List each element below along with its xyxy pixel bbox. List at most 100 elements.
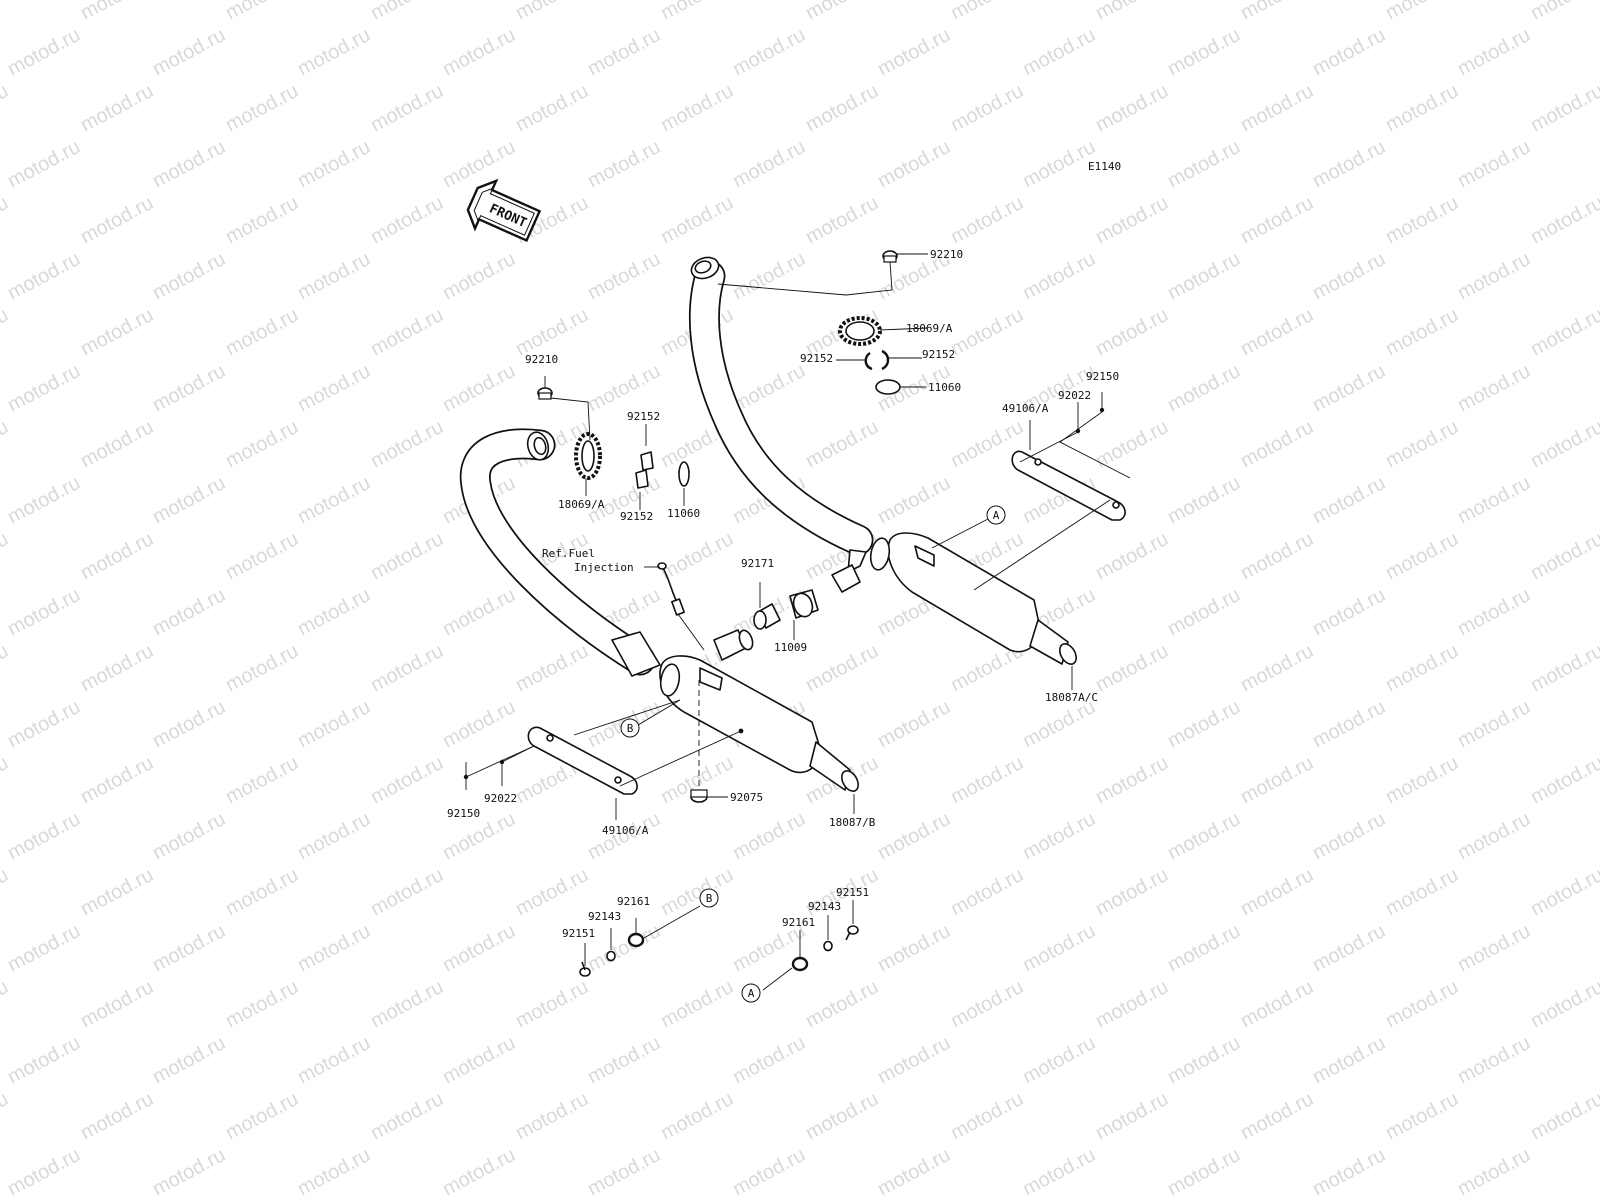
label-92150-left: 92150: [447, 807, 480, 820]
label-92150-right: 92150: [1086, 370, 1119, 383]
watermark-text: motod.ru: [1527, 976, 1600, 1032]
watermark-text: motod.ru: [1164, 696, 1244, 752]
watermark-text: motod.ru: [0, 864, 12, 920]
watermark-text: motod.ru: [1092, 640, 1172, 696]
watermark-text: motod.ru: [149, 136, 229, 192]
watermark-text: motod.ru: [1237, 976, 1317, 1032]
watermark-text: motod.ru: [1092, 192, 1172, 248]
label-11060-left: 11060: [667, 507, 700, 520]
watermark-text: motod.ru: [1382, 304, 1462, 360]
watermark-text: motod.ru: [367, 1088, 447, 1144]
nut-right: [882, 250, 898, 263]
gasket-right: [838, 316, 882, 346]
watermark-text: motod.ru: [657, 976, 737, 1032]
label-92151-a: 92151: [836, 886, 869, 899]
watermark-text: motod.ru: [802, 416, 882, 472]
watermark-text: motod.ru: [1527, 1088, 1600, 1144]
o2-sensor: [657, 562, 685, 616]
watermark-text: motod.ru: [4, 808, 84, 864]
watermark-text: motod.ru: [729, 808, 809, 864]
label-11009: 11009: [774, 641, 807, 654]
watermark-text: motod.ru: [4, 1032, 84, 1088]
watermark-text: motod.ru: [1527, 0, 1600, 24]
watermark-text: motod.ru: [1237, 192, 1317, 248]
label-49106a-left: 49106/A: [602, 824, 649, 837]
watermark-text: motod.ru: [367, 752, 447, 808]
watermark-text: motod.ru: [512, 304, 592, 360]
watermark-text: motod.ru: [1237, 0, 1317, 24]
watermark-text: motod.ru: [0, 80, 12, 136]
watermark-text: motod.ru: [77, 80, 157, 136]
watermark-text: motod.ru: [657, 192, 737, 248]
watermark-text: motod.ru: [584, 360, 664, 416]
watermark-text: motod.ru: [1019, 920, 1099, 976]
watermark-text: motod.ru: [874, 1144, 954, 1200]
watermark-text: motod.ru: [222, 528, 302, 584]
watermark-text: motod.ru: [947, 1088, 1027, 1144]
keeper-left-2: [635, 469, 649, 489]
watermark-text: motod.ru: [149, 248, 229, 304]
label-11060-right: 11060: [928, 381, 961, 394]
watermark-text: motod.ru: [802, 640, 882, 696]
watermark-text: motod.ru: [4, 136, 84, 192]
watermark-text: motod.ru: [1309, 1144, 1389, 1200]
watermark-text: motod.ru: [0, 976, 12, 1032]
watermark-text: motod.ru: [367, 416, 447, 472]
watermark-text: motod.ru: [77, 416, 157, 472]
watermark-text: motod.ru: [367, 864, 447, 920]
watermark-text: motod.ru: [1092, 304, 1172, 360]
watermark-text: motod.ru: [1237, 80, 1317, 136]
watermark-text: motod.ru: [149, 1144, 229, 1200]
watermark-text: motod.ru: [222, 416, 302, 472]
watermark-text: motod.ru: [947, 976, 1027, 1032]
watermark-text: motod.ru: [149, 584, 229, 640]
watermark-text: motod.ru: [4, 472, 84, 528]
watermark-text: motod.ru: [512, 864, 592, 920]
label-92210-left: 92210: [525, 353, 558, 366]
watermark-text: motod.ru: [4, 1144, 84, 1200]
watermark-text: motod.ru: [1382, 752, 1462, 808]
watermark-text: motod.ru: [294, 1032, 374, 1088]
label-18087ac: 18087A/C: [1045, 691, 1098, 704]
watermark-text: motod.ru: [1527, 416, 1600, 472]
watermark-text: motod.ru: [1019, 1032, 1099, 1088]
watermark-text: motod.ru: [1092, 976, 1172, 1032]
watermark-text: motod.ru: [802, 192, 882, 248]
label-18087b: 18087/B: [829, 816, 876, 829]
watermark-text: motod.ru: [947, 304, 1027, 360]
watermark-text: motod.ru: [0, 528, 12, 584]
watermark-text: motod.ru: [77, 752, 157, 808]
watermark-text: motod.ru: [584, 24, 664, 80]
watermark-text: motod.ru: [439, 248, 519, 304]
watermark-text: motod.ru: [1237, 416, 1317, 472]
watermark-text: motod.ru: [1164, 1032, 1244, 1088]
watermark-text: motod.ru: [1019, 696, 1099, 752]
watermark-text: motod.ru: [512, 80, 592, 136]
watermark-text: motod.ru: [1382, 640, 1462, 696]
label-18069a-right: 18069/A: [906, 322, 953, 335]
watermark-text: motod.ru: [367, 80, 447, 136]
washer-b: [606, 950, 616, 962]
watermark-text: motod.ru: [729, 248, 809, 304]
watermark-text: motod.ru: [1454, 808, 1534, 864]
watermark-text: motod.ru: [294, 24, 374, 80]
watermark-text: motod.ru: [729, 1144, 809, 1200]
watermark-text: motod.ru: [947, 864, 1027, 920]
watermark-text: motod.ru: [0, 192, 12, 248]
watermark-text: motod.ru: [1237, 528, 1317, 584]
watermark-text: motod.ru: [149, 472, 229, 528]
left-exhaust-pipe: [459, 428, 661, 677]
watermark-text: motod.ru: [1164, 360, 1244, 416]
watermark-text: motod.ru: [512, 640, 592, 696]
svg-text:B: B: [706, 892, 713, 905]
watermark-text: motod.ru: [1019, 808, 1099, 864]
watermark-text: motod.ru: [1527, 752, 1600, 808]
watermark-text: motod.ru: [1454, 360, 1534, 416]
watermark-text: motod.ru: [1527, 640, 1600, 696]
clamp-band: [753, 603, 781, 630]
watermark-text: motod.ru: [77, 640, 157, 696]
watermark-text: motod.ru: [1019, 24, 1099, 80]
bolt-a: [845, 925, 859, 941]
watermark-text: motod.ru: [439, 696, 519, 752]
